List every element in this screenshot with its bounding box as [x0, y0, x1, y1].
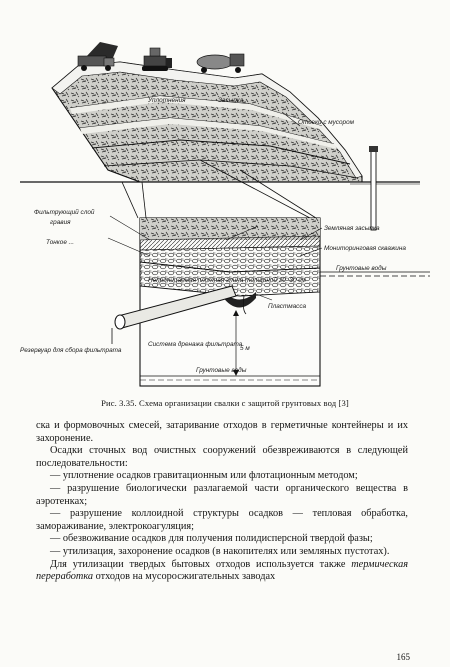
label-monitoring: Мониторинговая скважина — [324, 245, 406, 252]
label-plastic: Пластмасса — [268, 303, 307, 310]
paragraph: Для утилизации твердых бытовых отходов и… — [36, 559, 408, 584]
list-item: — обезвоживание осадков для получения по… — [50, 533, 373, 545]
bulldozer-icon — [142, 47, 172, 71]
landfill-mound — [20, 61, 420, 185]
label-cover: Засыпка — [218, 97, 244, 104]
figure-caption: Рис. 3.35. Схема организации свалки с за… — [101, 398, 349, 408]
page-number: 165 — [396, 652, 411, 662]
label-filtrate-tank: Резервуар для сбора фильтрата — [20, 346, 122, 354]
list-item: — разрушение коллоидной структуры осадко… — [36, 508, 408, 532]
label-drainage-pipe: Система дренажа фильтрата — [148, 340, 243, 348]
emphasis-term: термическая переработка — [36, 558, 409, 583]
list-item: — уплотнение осадков гравитационным или … — [50, 470, 358, 482]
paragraph: Осадки сточных вод очистных сооружений о… — [36, 445, 408, 469]
paragraph-start: Для утилизации твердых бытовых отходов и… — [50, 558, 346, 570]
landfill-diagram: Уплотнения Засыпка Отсеки с мусором Филь… — [20, 42, 430, 387]
paragraph-end: отходов на мусоросжигательных заводах — [95, 571, 276, 583]
list-item: — утилизация, захоронение осадков (в нак… — [50, 545, 390, 557]
projection-lines — [121, 159, 317, 219]
label-groundwater-bottom: Грунтовые воды — [196, 366, 247, 374]
label-filter-layer: Фильтрующий слой — [34, 208, 95, 216]
body-text: ска и формовочных смесей, затаривание от… — [36, 420, 408, 584]
label-clay-blanket: Непроницаемая плотная глина толщиной 20–… — [148, 276, 306, 284]
label-groundwater: Грунтовые воды — [336, 264, 387, 272]
cross-section — [139, 217, 321, 387]
leader-lines — [107, 111, 323, 301]
label-earth-cover: Земляная засыпка — [324, 225, 380, 232]
paragraph: ска и формовочных смесей, затаривание от… — [36, 420, 408, 444]
label-depth: 5 м — [240, 345, 250, 352]
monitoring-well — [369, 146, 378, 231]
drainage-pipe — [111, 285, 237, 344]
label-compaction: Уплотнения — [147, 97, 186, 104]
groundwater-lines-right — [320, 271, 430, 277]
truck-icon — [77, 42, 118, 71]
label-sublayer: Тонкое ... — [46, 239, 74, 246]
list-item: — разрушение биологически разлагаемой ча… — [36, 482, 408, 507]
label-waste-cells: Отсеки с мусором — [298, 119, 355, 126]
compactor-icon — [196, 53, 245, 73]
label-layer-gravel: гравия — [50, 219, 71, 226]
